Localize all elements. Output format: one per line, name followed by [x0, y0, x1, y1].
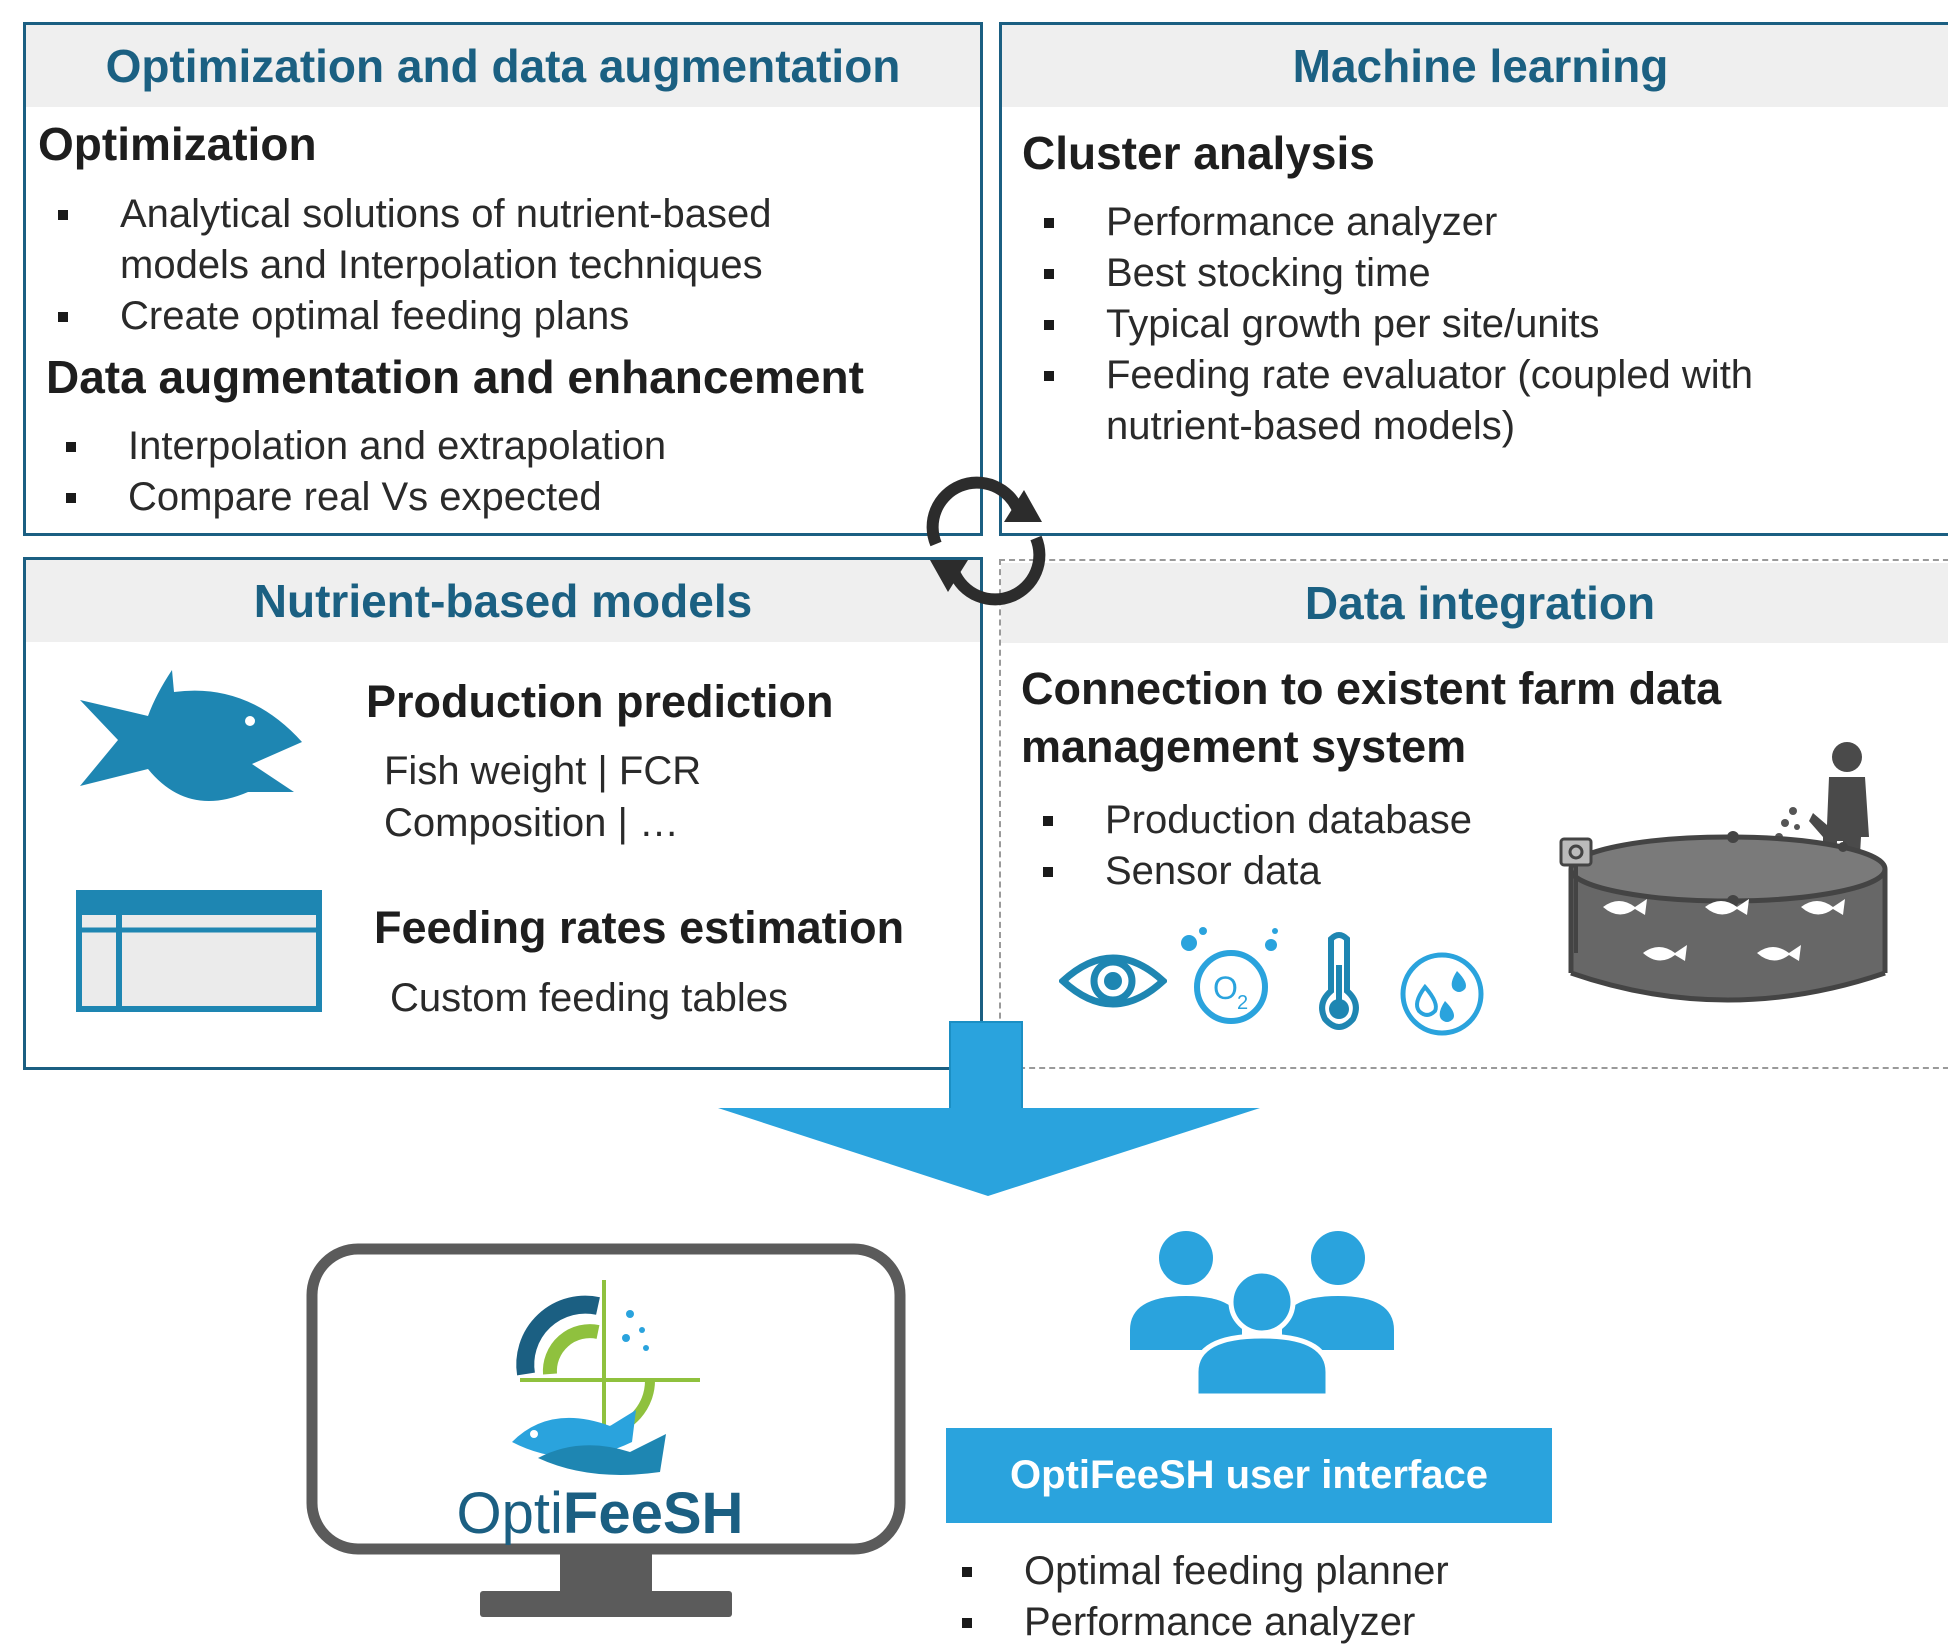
humidity-icon — [1400, 952, 1484, 1036]
list-item: Compare real Vs expected — [62, 472, 666, 523]
list-item: Feeding rate evaluator (coupled with — [1040, 350, 1753, 401]
list-item: Performance analyzer — [1040, 197, 1753, 248]
eye-icon — [1059, 954, 1167, 1008]
list-item: Production database — [1039, 795, 1472, 846]
cycle-arrows-icon — [926, 476, 1046, 606]
optimization-list: Analytical solutions of nutrient-based m… — [54, 189, 771, 342]
user-interface-button[interactable]: OptiFeeSH user interface — [946, 1428, 1552, 1523]
augmentation-subtitle: Data augmentation and enhancement — [46, 351, 864, 403]
augmentation-list: Interpolation and extrapolation Compare … — [62, 421, 666, 523]
users-group-icon — [1130, 1231, 1394, 1396]
fish-tank-illustration — [1559, 742, 1888, 1003]
machine-learning-panel-title: Machine learning — [1002, 25, 1948, 107]
list-item: Typical growth per site/units — [1040, 299, 1753, 350]
feeding-rates-title: Feeding rates estimation — [374, 902, 905, 953]
nutrient-models-panel-title: Nutrient-based models — [26, 560, 980, 642]
optifeesh-brand-text: OptiFeeSH — [330, 1480, 870, 1547]
optimization-panel: Optimization and data augmentation Optim… — [23, 22, 983, 536]
brand-suffix: FeeSH — [562, 1481, 744, 1546]
cluster-analysis-subtitle: Cluster analysis — [1022, 127, 1375, 179]
data-integration-list: Production database Sensor data — [1039, 795, 1472, 897]
connection-subtitle-line-1: Connection to existent farm data — [1021, 663, 1722, 714]
data-integration-panel-title: Data integration — [1001, 563, 1948, 643]
list-item: Performance analyzer — [958, 1597, 1449, 1648]
optimization-panel-title: Optimization and data augmentation — [26, 25, 980, 107]
oxygen-icon: O 2 — [1181, 927, 1278, 1024]
oxygen-symbol: O — [1213, 970, 1238, 1006]
list-item: Analytical solutions of nutrient-based — [54, 189, 771, 240]
cluster-analysis-list: Performance analyzer Best stocking time … — [1040, 197, 1753, 452]
production-prediction-line-2: Composition | … — [384, 801, 679, 845]
list-item: Interpolation and extrapolation — [62, 421, 666, 472]
down-arrow-icon — [718, 1021, 1260, 1196]
data-integration-panel: Data integration Connection to existent … — [999, 559, 1948, 1069]
brand-prefix: Opti — [456, 1481, 563, 1546]
production-prediction-title: Production prediction — [366, 676, 834, 727]
list-item: Optimal feeding planner — [958, 1546, 1449, 1597]
table-icon — [76, 890, 322, 1012]
machine-learning-panel: Machine learning Cluster analysis Perfor… — [999, 22, 1948, 536]
fish-icon — [80, 670, 302, 802]
production-prediction-line-1: Fish weight | FCR — [384, 749, 702, 793]
user-interface-list: Optimal feeding planner Performance anal… — [958, 1546, 1449, 1648]
optifeesh-logo-icon — [512, 1280, 700, 1475]
list-item: Create optimal feeding plans — [54, 291, 771, 342]
thermometer-icon — [1319, 932, 1359, 1030]
feeding-rates-line: Custom feeding tables — [390, 976, 789, 1020]
nutrient-models-panel: Nutrient-based models Production predict… — [23, 557, 983, 1070]
connection-subtitle-line-2: management system — [1021, 721, 1467, 772]
list-item: Sensor data — [1039, 846, 1472, 897]
list-item: Best stocking time — [1040, 248, 1753, 299]
oxygen-subscript: 2 — [1237, 992, 1248, 1014]
list-item-continuation: models and Interpolation techniques — [120, 243, 763, 287]
list-item-continuation: nutrient-based models) — [1106, 404, 1516, 448]
optimization-subtitle: Optimization — [38, 118, 317, 170]
